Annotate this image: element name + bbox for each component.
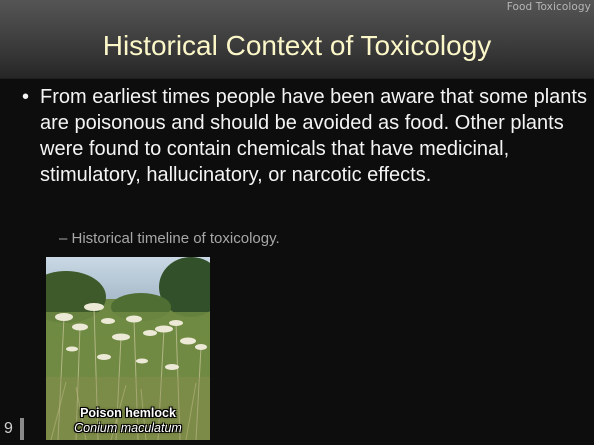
course-label: Food Toxicology — [506, 1, 591, 13]
sub-bullet-text: – Historical timeline of toxicology. — [59, 230, 280, 247]
caption-common-name: Poison hemlock — [80, 406, 176, 420]
hemlock-plant-image — [46, 257, 210, 440]
slide-number-bar — [20, 418, 24, 440]
bullet-text: From earliest times people have been awa… — [40, 86, 587, 186]
bullet-marker: • — [22, 86, 30, 108]
slide-number: 9 — [4, 420, 13, 437]
photo-caption: Poison hemlock Conium maculatum — [46, 406, 210, 436]
title-divider — [0, 78, 594, 79]
caption-latin-name: Conium maculatum — [74, 421, 182, 435]
hemlock-photo: Poison hemlock Conium maculatum — [46, 257, 210, 440]
slide-title: Historical Context of Toxicology — [102, 30, 492, 61]
title-bar: Food Toxicology Historical Context of To… — [0, 0, 594, 78]
